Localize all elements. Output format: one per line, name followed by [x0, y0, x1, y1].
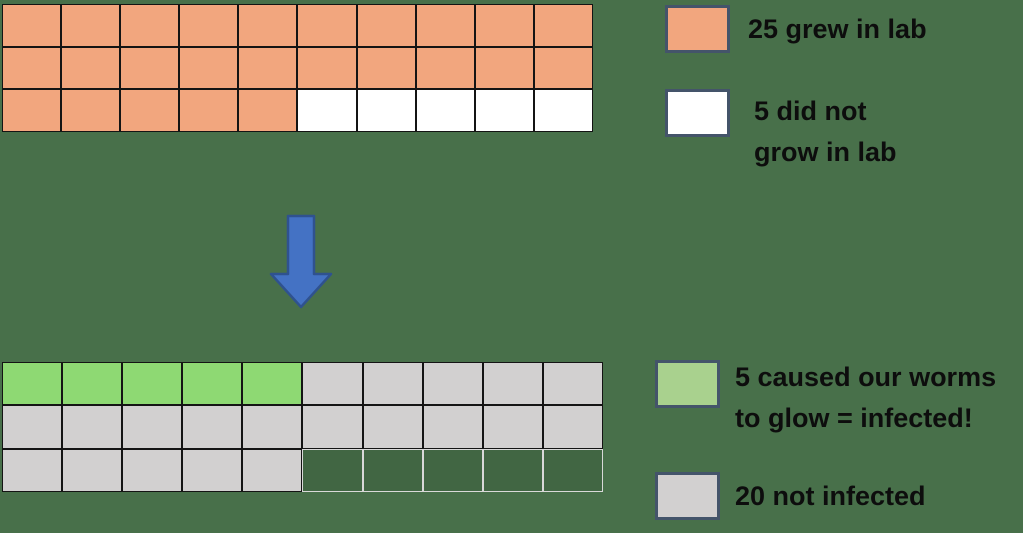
- down-arrow-icon: [269, 214, 333, 309]
- grid-cell-gray: [542, 362, 603, 406]
- grid-cell-gray: [302, 362, 363, 406]
- grid-cell-orange: [120, 4, 180, 47]
- grid-cell-green: [122, 362, 183, 406]
- legend-label-line: grow in lab: [754, 137, 897, 167]
- grid-cell-orange: [238, 46, 298, 90]
- grid-cell-gray: [482, 405, 543, 449]
- legend-swatch-infected: [655, 360, 720, 408]
- grid-cell-gray: [482, 362, 543, 406]
- legend-label-not-infected: 20 not infected: [735, 472, 926, 520]
- grid-cell-orange: [238, 89, 298, 132]
- grid-cell-empty: [302, 448, 363, 492]
- grid-cell-orange: [356, 4, 416, 47]
- grid-cell-gray: [2, 405, 63, 449]
- grid-cell-green: [62, 362, 123, 406]
- grid-cell-orange: [120, 46, 180, 90]
- grid-cell-orange: [61, 4, 121, 47]
- legend-label-infected: 5 caused our worms to glow = infected!: [735, 357, 996, 439]
- grid-cell-orange: [297, 4, 357, 47]
- grid-cell-gray: [422, 362, 483, 406]
- grid-cell-orange: [533, 46, 593, 90]
- grid-cell-white: [356, 89, 416, 132]
- grid-cell-gray: [62, 448, 123, 492]
- legend-label-grew: 25 grew in lab: [748, 5, 927, 53]
- grid-cell-gray: [302, 405, 363, 449]
- legend-entry-infected: 5 caused our worms to glow = infected!: [655, 360, 996, 439]
- legend-entry-grew: 25 grew in lab: [665, 5, 927, 53]
- legend-swatch-not-infected: [655, 472, 720, 520]
- grid-cell-gray: [362, 362, 423, 406]
- legend-entry-not-grow: 5 did not grow in lab: [665, 89, 897, 173]
- grid-cell-gray: [62, 405, 123, 449]
- legend-swatch-grew: [665, 5, 730, 53]
- grid-cell-white: [415, 89, 475, 132]
- legend-label-not-grow: 5 did not grow in lab: [754, 91, 897, 173]
- grid-cell-orange: [61, 46, 121, 90]
- grid-cell-gray: [122, 405, 183, 449]
- grid-cell-gray: [362, 405, 423, 449]
- grid-cell-orange: [238, 4, 298, 47]
- grid-cell-empty: [422, 448, 483, 492]
- legend-label-line: 5 did not: [754, 96, 867, 126]
- grid-cell-orange: [179, 4, 239, 47]
- grew-in-lab-grid: [2, 4, 593, 132]
- grid-cell-gray: [182, 448, 243, 492]
- grid-cell-gray: [542, 405, 603, 449]
- grid-cell-orange: [356, 46, 416, 90]
- grid-cell-gray: [242, 448, 303, 492]
- legend-label-line: 25 grew in lab: [748, 14, 927, 44]
- grid-cell-orange: [179, 89, 239, 132]
- grid-cell-gray: [242, 405, 303, 449]
- legend-label-line: to glow = infected!: [735, 403, 973, 433]
- grid-cell-empty: [482, 448, 543, 492]
- grid-cell-gray: [122, 448, 183, 492]
- grid-cell-gray: [422, 405, 483, 449]
- grid-cell-white: [297, 89, 357, 132]
- infection-result-grid: [2, 362, 603, 492]
- grid-cell-orange: [415, 4, 475, 47]
- grid-cell-gray: [182, 405, 243, 449]
- grid-cell-green: [182, 362, 243, 406]
- grid-cell-white: [474, 89, 534, 132]
- grid-cell-green: [242, 362, 303, 406]
- grid-cell-orange: [474, 4, 534, 47]
- grid-cell-green: [2, 362, 63, 406]
- legend-label-line: 20 not infected: [735, 481, 926, 511]
- grid-cell-orange: [415, 46, 475, 90]
- grid-cell-orange: [297, 46, 357, 90]
- grid-cell-orange: [533, 4, 593, 47]
- grid-cell-orange: [179, 46, 239, 90]
- legend-label-line: 5 caused our worms: [735, 362, 997, 392]
- legend-entry-not-infected: 20 not infected: [655, 472, 926, 520]
- grid-cell-orange: [2, 4, 62, 47]
- grid-cell-orange: [2, 46, 62, 90]
- grid-cell-orange: [120, 89, 180, 132]
- grid-cell-orange: [2, 89, 62, 132]
- grid-cell-empty: [362, 448, 423, 492]
- grid-cell-gray: [2, 448, 63, 492]
- legend-swatch-not-grow: [665, 89, 730, 137]
- grid-cell-orange: [474, 46, 534, 90]
- grid-cell-orange: [61, 89, 121, 132]
- grid-cell-empty: [542, 448, 603, 492]
- grid-cell-white: [533, 89, 593, 132]
